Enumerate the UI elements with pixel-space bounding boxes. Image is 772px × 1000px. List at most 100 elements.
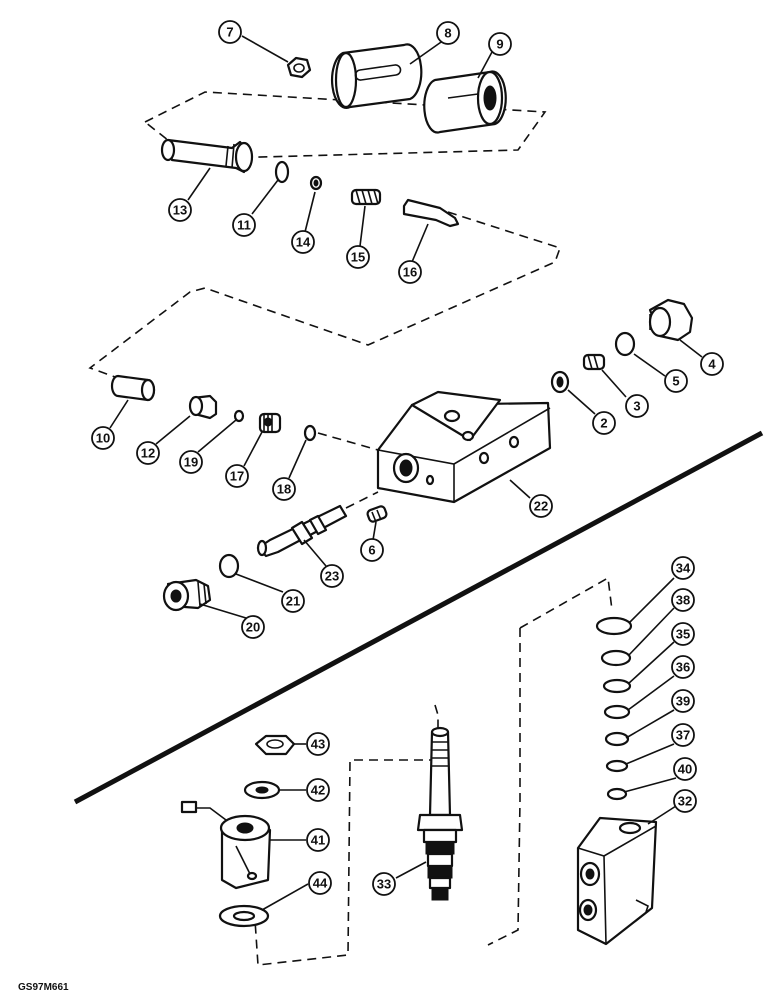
callout-32: 32 (673, 789, 697, 813)
seal-36 (603, 704, 631, 720)
svg-text:33: 33 (377, 877, 391, 892)
plug-20 (162, 578, 212, 612)
svg-text:44: 44 (313, 876, 328, 891)
callout-40: 40 (673, 757, 697, 781)
o-ring-11 (274, 160, 290, 184)
callout-42: 42 (306, 778, 330, 802)
ball-19 (233, 409, 245, 423)
callout-20: 20 (241, 615, 265, 639)
svg-text:38: 38 (676, 593, 690, 608)
svg-text:18: 18 (277, 482, 291, 497)
group-outline-cartridge (254, 704, 439, 966)
ball-14 (309, 175, 323, 191)
slotted-sleeve-8 (331, 43, 423, 109)
svg-text:17: 17 (230, 469, 244, 484)
manifold-block-32 (576, 816, 658, 946)
spring-6 (366, 505, 388, 523)
svg-text:36: 36 (676, 660, 690, 675)
svg-text:10: 10 (96, 431, 110, 446)
callout-5: 5 (664, 369, 688, 393)
o-ring-18 (303, 424, 317, 442)
svg-text:12: 12 (141, 446, 155, 461)
group-outline-seals (487, 576, 613, 946)
callout-23: 23 (320, 564, 344, 588)
callout-14: 14 (291, 230, 315, 254)
svg-text:6: 6 (368, 543, 375, 558)
svg-text:19: 19 (184, 455, 198, 470)
figure-reference: GS97M661 (18, 982, 69, 993)
sleeve-10 (110, 374, 156, 402)
svg-text:20: 20 (246, 620, 260, 635)
callout-3: 3 (625, 394, 649, 418)
seal-39 (604, 731, 630, 747)
valve-body-22 (376, 390, 552, 504)
washer-2 (550, 370, 570, 394)
svg-text:13: 13 (173, 203, 187, 218)
callout-37: 37 (671, 723, 695, 747)
washer-44 (218, 904, 270, 928)
svg-text:15: 15 (351, 250, 365, 265)
callout-19: 19 (179, 450, 203, 474)
callout-10: 10 (91, 426, 115, 450)
svg-text:16: 16 (403, 265, 417, 280)
svg-text:39: 39 (676, 694, 690, 709)
callout-6: 6 (360, 538, 384, 562)
svg-text:4: 4 (708, 357, 716, 372)
callout-13: 13 (168, 198, 192, 222)
callout-16: 16 (398, 260, 422, 284)
svg-text:32: 32 (678, 794, 692, 809)
spring-15 (350, 188, 382, 206)
seal-37 (605, 759, 629, 773)
spring-3 (582, 353, 606, 371)
callout-11: 11 (232, 213, 256, 237)
needle-16 (402, 198, 460, 228)
washer-42 (243, 780, 281, 800)
callout-2: 2 (592, 411, 616, 435)
svg-text:34: 34 (676, 561, 691, 576)
sleeve-9 (423, 70, 507, 134)
svg-text:9: 9 (496, 37, 503, 52)
svg-text:35: 35 (676, 627, 690, 642)
nut-7 (286, 56, 312, 79)
svg-text:11: 11 (237, 218, 251, 233)
svg-text:2: 2 (600, 416, 607, 431)
callout-33: 33 (372, 872, 396, 896)
callout-9: 9 (488, 32, 512, 56)
svg-text:23: 23 (325, 569, 339, 584)
svg-text:37: 37 (676, 728, 690, 743)
svg-text:41: 41 (311, 833, 325, 848)
cartridge-valve-33 (416, 726, 464, 901)
group-outline-middle (88, 211, 562, 379)
callout-34: 34 (671, 556, 695, 580)
callout-38: 38 (671, 588, 695, 612)
svg-text:7: 7 (226, 25, 233, 40)
hex-nut-43 (254, 734, 296, 756)
leader-lines (109, 35, 703, 911)
leader-22-dash (317, 432, 379, 451)
callout-21: 21 (281, 589, 305, 613)
callout-41: 41 (306, 828, 330, 852)
callout-44: 44 (308, 871, 332, 895)
spool-23 (256, 491, 379, 558)
svg-text:42: 42 (311, 783, 325, 798)
plug-12 (188, 394, 218, 420)
plug-17 (258, 412, 282, 434)
callout-22: 22 (529, 494, 553, 518)
svg-text:40: 40 (678, 762, 692, 777)
callout-17: 17 (225, 464, 249, 488)
seal-38 (600, 649, 632, 667)
solenoid-coil-41 (180, 800, 272, 890)
svg-text:8: 8 (444, 26, 451, 41)
callout-4: 4 (700, 352, 724, 376)
callout-36: 36 (671, 655, 695, 679)
svg-text:21: 21 (286, 594, 300, 609)
callout-12: 12 (136, 441, 160, 465)
o-ring-21 (218, 553, 240, 579)
seal-40 (606, 787, 628, 801)
pin-13 (160, 138, 254, 174)
callout-35: 35 (671, 622, 695, 646)
svg-text:5: 5 (672, 374, 679, 389)
svg-text:3: 3 (633, 399, 640, 414)
section-divider (73, 430, 764, 805)
